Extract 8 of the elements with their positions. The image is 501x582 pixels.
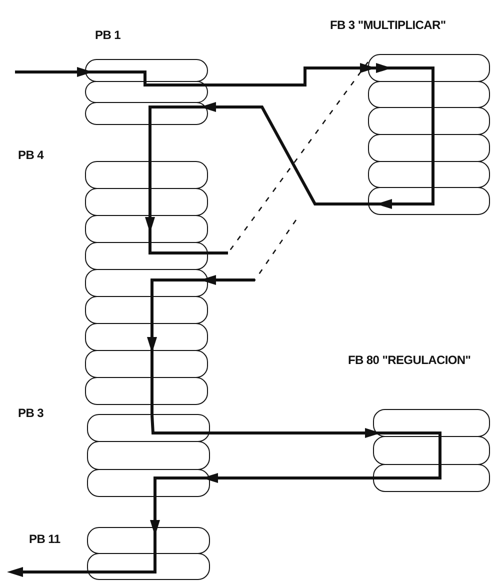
dashed-line (208, 62, 369, 254)
block-label: PB 3 (18, 406, 44, 420)
block-label: PB 1 (95, 28, 120, 42)
arrow (7, 567, 87, 577)
block-label: PB 11 (29, 532, 60, 546)
block-label: PB 4 (18, 148, 44, 162)
block-label: FB 80 "REGULACION" (348, 353, 471, 367)
block-label: FB 3 "MULTIPLICAR" (330, 18, 446, 32)
